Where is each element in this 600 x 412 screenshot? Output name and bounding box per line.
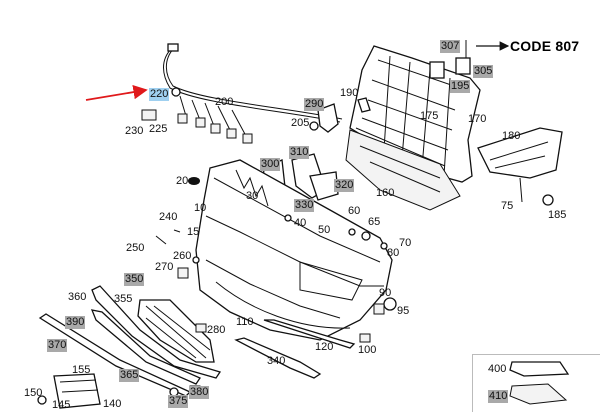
strip-340 xyxy=(234,337,322,379)
part-label-350[interactable]: 350 xyxy=(124,273,145,286)
inset-part-410 xyxy=(509,383,568,405)
part-label-140[interactable]: 140 xyxy=(103,398,122,410)
part-label-160[interactable]: 160 xyxy=(376,187,395,199)
part-label-95[interactable]: 95 xyxy=(397,305,410,317)
strip-120 xyxy=(263,319,356,349)
part-label-360[interactable]: 360 xyxy=(68,291,87,303)
part-label-80[interactable]: 80 xyxy=(387,247,400,259)
part-label-290[interactable]: 290 xyxy=(304,98,325,111)
part-label-155[interactable]: 155 xyxy=(72,364,91,376)
part-label-355[interactable]: 355 xyxy=(114,293,133,305)
clip-190 xyxy=(357,97,371,113)
radiator-support-frame xyxy=(345,45,481,211)
part-label-230[interactable]: 230 xyxy=(125,125,144,137)
part-label-270[interactable]: 270 xyxy=(155,261,174,273)
part-label-40[interactable]: 40 xyxy=(294,217,307,229)
part-label-170[interactable]: 170 xyxy=(468,113,487,125)
part-label-175[interactable]: 175 xyxy=(420,110,439,122)
part-label-205[interactable]: 205 xyxy=(291,117,310,129)
part-label-190[interactable]: 190 xyxy=(340,87,359,99)
part-label-200[interactable]: 200 xyxy=(215,96,234,108)
callout-arrow xyxy=(85,84,148,101)
part-label-307[interactable]: 307 xyxy=(440,40,461,53)
part-label-225[interactable]: 225 xyxy=(149,123,168,135)
part-label-70[interactable]: 70 xyxy=(399,237,412,249)
part-label-145[interactable]: 145 xyxy=(52,399,71,411)
part-label-220[interactable]: 220 xyxy=(149,88,170,101)
part-label-185[interactable]: 185 xyxy=(548,209,567,221)
wiring-harness xyxy=(141,43,343,144)
part-label-320[interactable]: 320 xyxy=(334,179,355,192)
emblem-20 xyxy=(188,177,200,185)
part-label-110[interactable]: 110 xyxy=(236,316,254,328)
inset-part-400 xyxy=(509,361,570,377)
part-label-180[interactable]: 180 xyxy=(502,130,521,142)
part-label-250[interactable]: 250 xyxy=(126,242,145,254)
part-label-20[interactable]: 20 xyxy=(176,175,189,187)
part-label-120[interactable]: 120 xyxy=(315,341,334,353)
part-label-400[interactable]: 400 xyxy=(488,363,507,375)
part-label-260[interactable]: 260 xyxy=(173,250,192,262)
part-label-375[interactable]: 375 xyxy=(168,395,189,408)
part-label-300[interactable]: 300 xyxy=(260,158,281,171)
part-label-380[interactable]: 380 xyxy=(189,386,210,399)
duct-320 xyxy=(309,171,339,201)
part-label-65[interactable]: 65 xyxy=(368,216,381,228)
inset-box xyxy=(472,354,600,412)
trim-390 xyxy=(90,309,201,385)
part-label-195[interactable]: 195 xyxy=(450,80,471,93)
part-label-60[interactable]: 60 xyxy=(348,205,361,217)
part-label-10[interactable]: 10 xyxy=(194,202,207,214)
part-label-365[interactable]: 365 xyxy=(119,369,140,382)
part-label-390[interactable]: 390 xyxy=(65,316,86,329)
part-label-370[interactable]: 370 xyxy=(47,339,68,352)
part-label-305[interactable]: 305 xyxy=(473,65,494,78)
code-note: CODE 807 xyxy=(510,38,580,54)
bumper-cover xyxy=(195,159,393,341)
part-label-15[interactable]: 15 xyxy=(187,226,200,238)
part-label-30[interactable]: 30 xyxy=(246,190,259,202)
part-label-310[interactable]: 310 xyxy=(289,146,310,159)
part-label-150[interactable]: 150 xyxy=(24,387,43,399)
part-label-90[interactable]: 90 xyxy=(379,287,392,299)
trim-360 xyxy=(91,285,222,379)
part-label-240[interactable]: 240 xyxy=(159,211,178,223)
part-label-100[interactable]: 100 xyxy=(358,344,377,356)
part-label-280[interactable]: 280 xyxy=(207,324,226,336)
part-label-50[interactable]: 50 xyxy=(318,224,331,236)
part-label-340[interactable]: 340 xyxy=(267,355,286,367)
bracket-290 xyxy=(317,103,339,133)
part-label-410[interactable]: 410 xyxy=(488,390,509,403)
part-label-330[interactable]: 330 xyxy=(294,199,315,212)
side-bracket xyxy=(477,127,563,206)
part-label-75[interactable]: 75 xyxy=(501,200,514,212)
